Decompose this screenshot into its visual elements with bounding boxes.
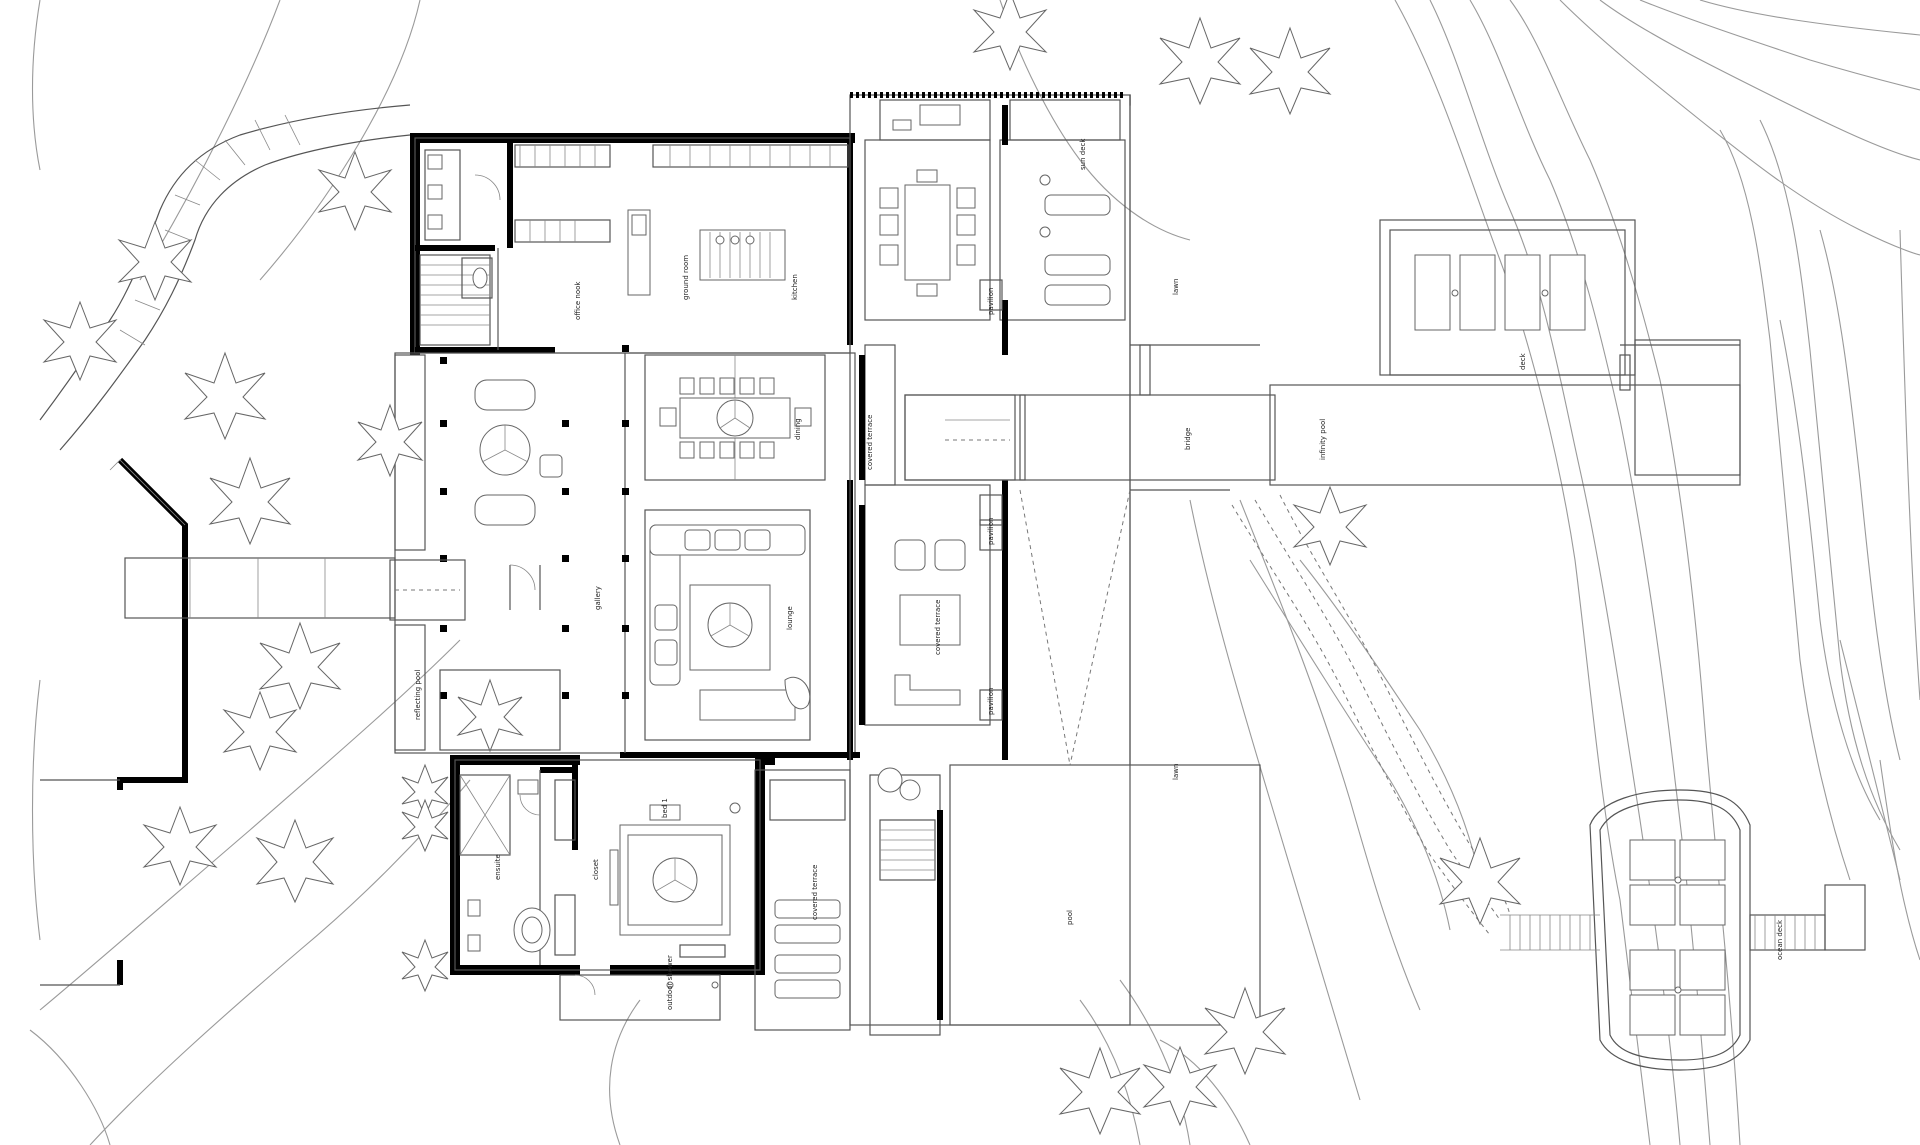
label-covered-terrace-mid: covered terrace bbox=[934, 600, 942, 655]
label-dining: dining bbox=[794, 418, 802, 440]
site-contours bbox=[29, 0, 1920, 1145]
bedroom-wing bbox=[459, 774, 741, 1021]
label-covered-terrace-bottom: covered terrace bbox=[811, 865, 819, 920]
label-master-bed: bed 1 bbox=[661, 798, 669, 818]
label-outdoor-shower: outdoor shower bbox=[666, 955, 674, 1010]
label-lawn-top: lawn bbox=[1172, 279, 1180, 295]
label-reflecting-pool: reflecting pool bbox=[414, 670, 422, 720]
label-closet: closet bbox=[592, 859, 600, 880]
label-sun-deck: sun deck bbox=[1079, 138, 1087, 170]
label-lawn-bottom: lawn bbox=[1172, 764, 1180, 780]
label-office-nook: office nook bbox=[574, 281, 582, 320]
pool-lawn bbox=[949, 94, 1261, 1026]
label-deck: deck bbox=[1519, 352, 1527, 370]
room-labels: ground room kitchen office nook dining l… bbox=[414, 138, 1784, 1010]
terrace-block bbox=[754, 92, 1131, 1036]
label-gallery: gallery bbox=[594, 586, 602, 610]
living-left bbox=[474, 379, 563, 526]
bridge-pool bbox=[904, 219, 1741, 486]
entry-court bbox=[389, 354, 561, 751]
label-bridge: bridge bbox=[1184, 428, 1192, 450]
label-pavilion-top: pavilion bbox=[987, 288, 995, 315]
label-ensuite: ensuite bbox=[494, 854, 502, 880]
label-lounge: lounge bbox=[786, 606, 794, 630]
columns bbox=[440, 345, 629, 699]
label-ground-room: ground room bbox=[682, 255, 690, 300]
label-kitchen: kitchen bbox=[791, 274, 799, 300]
label-infinity-pool: infinity pool bbox=[1319, 419, 1327, 460]
label-pool: pool bbox=[1066, 910, 1074, 925]
label-pavilion-mid: pavilion bbox=[987, 518, 995, 545]
lounge-area bbox=[644, 509, 811, 741]
ocean-deck bbox=[1500, 789, 1866, 1071]
dining-area bbox=[644, 354, 826, 481]
palm-trees bbox=[42, 0, 1522, 1136]
label-pavilion-bottom: pavilion bbox=[987, 688, 995, 715]
entry-structure bbox=[40, 457, 396, 986]
label-covered-terrace-top: covered terrace bbox=[866, 415, 874, 470]
label-ocean-deck: ocean deck bbox=[1776, 919, 1784, 960]
stepping-path bbox=[1231, 494, 1511, 936]
service-block bbox=[419, 144, 849, 346]
